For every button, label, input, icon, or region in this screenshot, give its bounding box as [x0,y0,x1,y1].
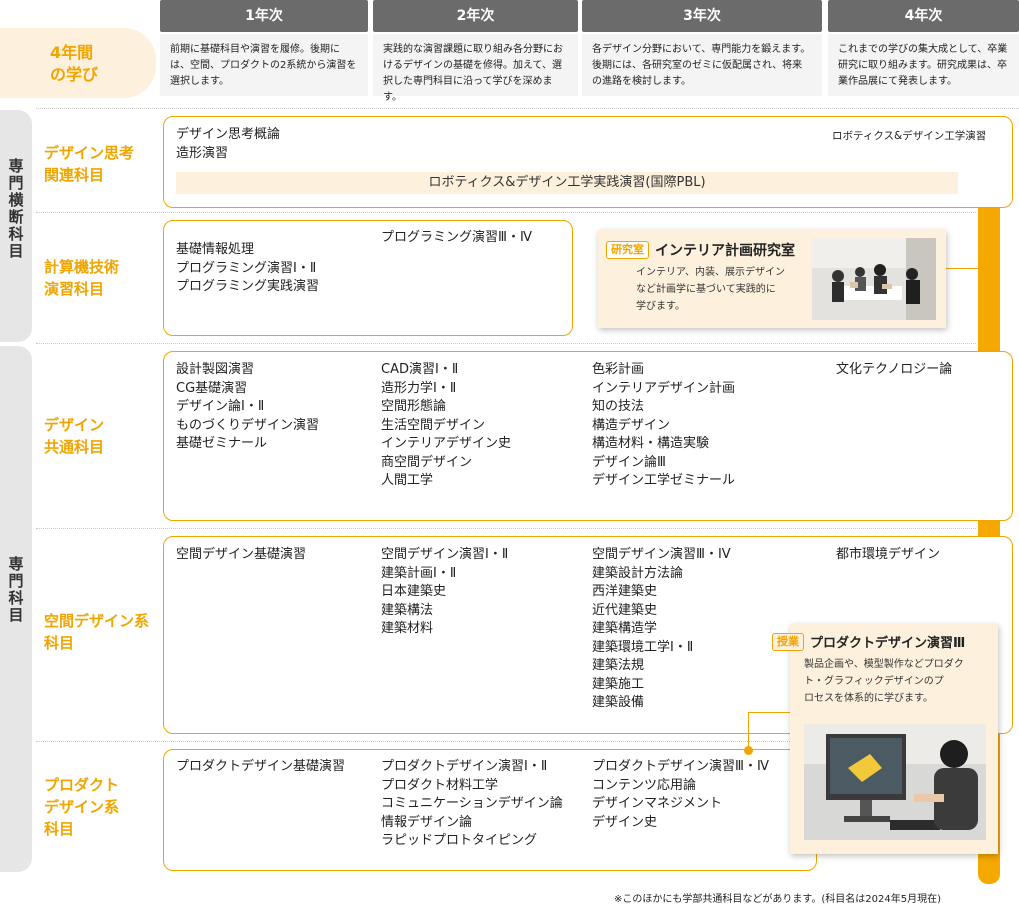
product-design-year3: プロダクトデザイン演習Ⅲ・Ⅳ コンテンツ応用論 デザインマネジメント デザイン史 [592,759,769,830]
year-3-description: 各デザイン分野において、専門能力を鍛えます。後期には、各研究室のゼミに仮配属され… [582,34,822,96]
connector-dot [744,746,753,755]
lab-tag: 研究室 [606,241,649,259]
year-4-header: 4年次 [828,0,1019,32]
year-2-header: 2年次 [373,0,578,32]
category-space-design: 空間デザイン系 科目 [44,612,150,652]
computing-year1: 基礎情報処理 プログラミング演習Ⅰ・Ⅱ プログラミング実践演習 [176,242,320,294]
design-thinking-year4: ロボティクス&デザイン工学演習 [832,130,987,142]
divider [36,108,1019,109]
year-1-description: 前期に基礎科目や演習を履修。後期には、空間、プロダクトの2系統から演習を選択しま… [160,34,368,96]
lab-photo [812,238,936,320]
side-tab-specialized: 専門科目 [0,346,32,872]
footnote: ※このほかにも学部共通科目などがあります。(科目名は2024年5月現在) [614,894,941,905]
design-common-year3: 色彩計画 インテリアデザイン計画 知の技法 構造デザイン 構造材料・構造実験 デ… [592,362,736,488]
year-4-description: これまでの学びの集大成として、卒業研究に取り組みます。研究成果は、卒業作品展にて… [828,34,1019,96]
category-design-common: デザイン 共通科目 [44,416,105,456]
space-design-year3: 空間デザイン演習Ⅲ・ⅠV 建築設計方法論 西洋建築史 近代建築史 建築構造学 建… [592,547,731,710]
class-title: プロダクトデザイン演習Ⅲ [810,636,966,651]
class-description: 製品企画や、模型製作などプロダク ト・グラフィックデザインのプ ロセスを体系的に… [804,659,964,704]
lab-description: インテリア、内装、展示デザイン など計画学に基づいて実践的に 学びます。 [636,267,785,312]
product-design-year1: プロダクトデザイン基礎演習 [176,759,346,774]
product-design-box [163,749,817,871]
space-design-year4: 都市環境デザイン [836,547,941,562]
category-product-design: プロダクト デザイン系 科目 [44,776,120,838]
side-tab-cross-disciplinary: 専門横断科目 [0,110,32,342]
design-common-year1: 設計製図演習 CG基礎演習 デザイン論Ⅰ・Ⅱ ものづくりデザイン演習 基礎ゼミナ… [176,362,320,451]
computing-year2: プログラミング演習Ⅲ・Ⅳ [381,230,532,245]
space-design-year1: 空間デザイン基礎演習 [176,547,307,562]
lab-card: 研究室 インテリア計画研究室 インテリア、内装、展示デザイン など計画学に基づい… [598,230,946,328]
lab-title: インテリア計画研究室 [655,243,795,259]
divider [36,212,976,213]
connector-line [944,268,980,269]
four-year-label: 4年間 の学び [0,28,156,98]
space-design-year2: 空間デザイン演習Ⅰ・Ⅱ 建築計画Ⅰ・Ⅱ 日本建築史 建築構法 建築材料 [381,547,509,636]
year-2-description: 実践的な演習課題に取り組み各分野におけるデザインの基礎を修得。加えて、選択した専… [373,34,578,103]
design-thinking-year1: デザイン思考概論 造形演習 [176,127,281,161]
design-common-year4: 文化テクノロジー論 [836,362,953,377]
category-computing: 計算機技術 演習科目 [44,258,120,298]
product-design-year2: プロダクトデザイン演習Ⅰ・Ⅱ プロダクト材料工学 コミュニケーションデザイン論 … [381,759,563,848]
divider [36,741,796,742]
category-design-thinking: デザイン思考 関連科目 [44,144,135,184]
class-photo [804,724,986,840]
class-tag: 授業 [772,632,804,651]
divider [36,343,976,344]
year-3-header: 3年次 [582,0,822,32]
class-card: 授業 プロダクトデザイン演習Ⅲ 製品企画や、模型製作などプロダク ト・グラフィッ… [772,624,998,854]
design-common-year2: CAD演習Ⅰ・Ⅱ 造形力学Ⅰ・Ⅱ 空間形態論 生活空間デザイン インテリアデザイ… [381,362,512,488]
design-common-box [163,351,1013,521]
divider [36,528,976,529]
year-1-header: 1年次 [160,0,368,32]
computing-box [163,220,573,336]
pbl-bar: ロボティクス&デザイン工学実践演習(国際PBL) [176,172,958,194]
connector-line [748,712,798,750]
